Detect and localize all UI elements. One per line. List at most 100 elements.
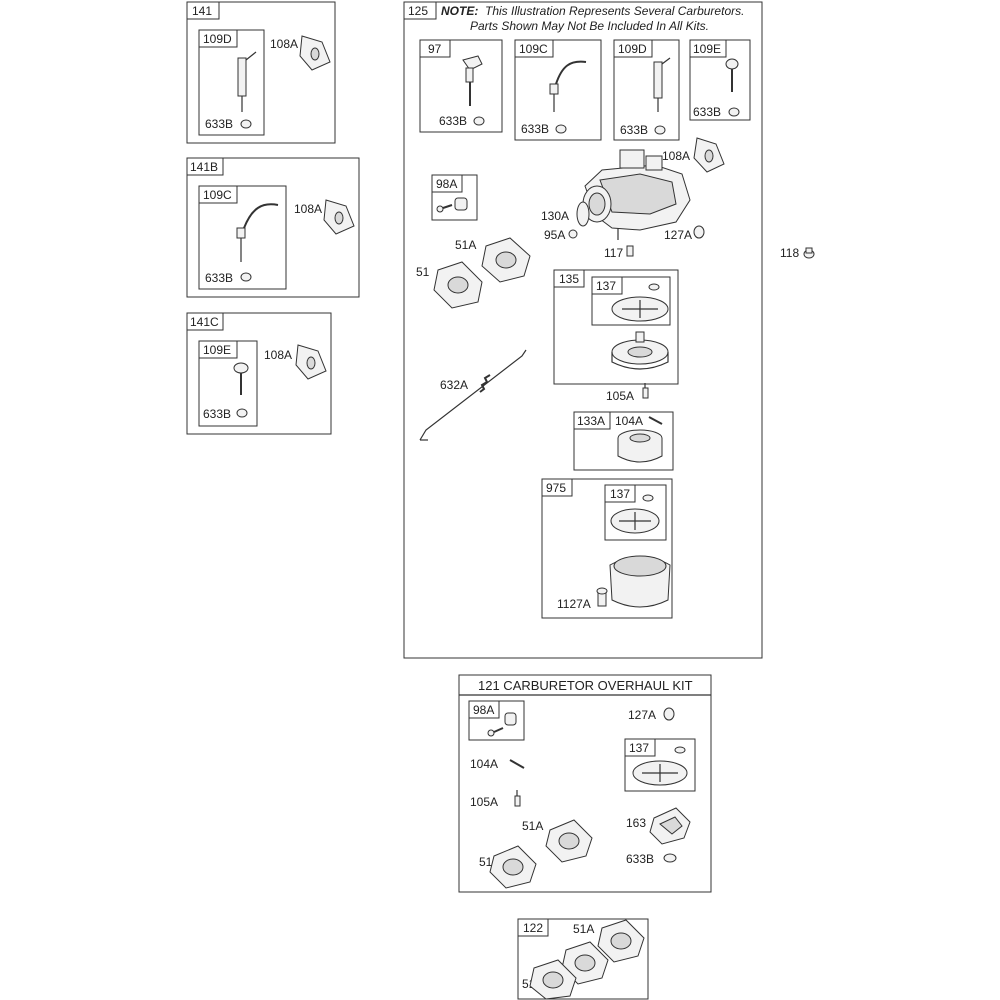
gasket-130a-icon (576, 201, 590, 227)
sub-137-label: 137 (596, 279, 616, 293)
gasket-51-label: 51 (416, 265, 430, 279)
plate-108a-icon (323, 199, 355, 235)
kit-141b: 141B 109C 633B 108A (186, 157, 360, 298)
governor-link-632a-icon (419, 349, 527, 441)
idle-screw-98a-icon (436, 197, 468, 213)
washer-icon (236, 408, 248, 418)
primer-tube-109c-icon (549, 60, 587, 112)
primer-tube-109d-icon (237, 51, 257, 112)
kit-141b-label: 141B (190, 160, 218, 174)
needle-105a-label: 105A (606, 389, 634, 403)
screw-1127a-label: 1127A (557, 597, 591, 611)
needle-105a-icon (642, 383, 649, 399)
oring-127a-label: 127A (664, 228, 692, 242)
carburetor-125-label: 125 (408, 4, 428, 18)
kit-141c-label: 141C (190, 315, 219, 329)
note-lead: NOTE: (441, 4, 478, 18)
sub-98a-label: 98A (473, 703, 494, 717)
jet-117-icon (626, 245, 634, 257)
needle-105a-label: 105A (470, 795, 498, 809)
primer-tube-109c-icon (236, 203, 279, 262)
gasket-51a-label: 51A (522, 819, 543, 833)
gasket-130a-label: 130A (541, 209, 569, 223)
gasket-51a-label: 51A (455, 238, 476, 252)
gasket-kit-137-icon (632, 746, 688, 786)
gasket-163-label: 163 (626, 816, 646, 830)
gasket-51a-label: 51A (573, 922, 594, 936)
gasket-51-icon (529, 959, 577, 1000)
sub-975-label: 975 (546, 481, 566, 495)
tube-109d-label: 109D (203, 32, 232, 46)
gasket-51-icon (433, 261, 483, 309)
sub-109d-label: 109D (618, 42, 647, 56)
float-133a-icon (617, 429, 663, 463)
screw-95a-label: 95A (544, 228, 565, 242)
washer-633b-label: 633B (439, 114, 467, 128)
sub-109e-label: 109E (693, 42, 721, 56)
sub-135-label: 135 (559, 272, 579, 286)
oring-127a-label: 127A (628, 708, 656, 722)
carburetor-body-icon (582, 149, 691, 240)
oring-127a-icon (693, 225, 705, 239)
washer-633b-label: 633B (693, 105, 721, 119)
plate-108a-icon (295, 344, 327, 380)
needle-105a-icon (514, 790, 521, 807)
carburetor-125: 125 NOTE: This Illustration Represents S… (403, 1, 763, 659)
washer-icon (240, 119, 252, 129)
kit-141c: 141C 109E 633B 108A (186, 312, 332, 435)
oring-127a-icon (663, 707, 675, 721)
float-bowl-cover-icon (611, 331, 669, 370)
fitting-118-icon (803, 247, 815, 259)
gasket-kit-137-icon (610, 494, 660, 534)
washer-633b-label: 633B (620, 123, 648, 137)
primer-tube-109e-icon (233, 362, 249, 395)
kit-141: 141 109D 633B 108A (186, 1, 336, 144)
washer-633b-label: 633B (203, 407, 231, 421)
pin-104a-icon (648, 416, 663, 425)
note-line-1: This Illustration Represents Several Car… (485, 4, 744, 18)
plate-108a-label: 108A (662, 149, 690, 163)
plate-108a-label: 108A (264, 348, 292, 362)
sub-98a-label: 98A (436, 177, 457, 191)
idle-screw-98a-icon (487, 712, 517, 737)
washer-633b-label: 633B (626, 852, 654, 866)
set-122-label: 122 (523, 921, 543, 935)
sub-97-label: 97 (428, 42, 442, 56)
part-118: 118 (780, 246, 815, 260)
gasket-163-icon (649, 807, 691, 845)
plate-108a-icon (299, 35, 331, 71)
kit-141-label: 141 (192, 4, 212, 18)
pin-104a-label: 104A (615, 414, 643, 428)
primer-tube-109e-icon (725, 58, 739, 92)
washer-633b-label: 633B (205, 271, 233, 285)
washer-icon (555, 124, 567, 134)
plate-108a-icon (693, 137, 725, 173)
tube-109e-label: 109E (203, 343, 231, 357)
primer-tube-109d-icon (653, 57, 671, 112)
gasket-51a-icon (545, 819, 593, 863)
gasket-set-122: 122 51A 51 (517, 918, 649, 1000)
washer-icon (654, 125, 666, 135)
washer-633b-label: 633B (205, 117, 233, 131)
gasket-51-label: 51 (479, 855, 493, 869)
link-632a-label: 632A (440, 378, 468, 392)
washer-icon (473, 116, 485, 126)
plate-108a-label: 108A (294, 202, 322, 216)
washer-icon (240, 272, 252, 282)
float-bowl-975-icon (609, 555, 671, 608)
jet-117-label: 117 (604, 246, 623, 260)
sub-133a-label: 133A (577, 414, 605, 428)
sub-137-label: 137 (610, 487, 630, 501)
overhaul-kit-121: 121 CARBURETOR OVERHAUL KIT 98A 127A 137… (458, 674, 712, 893)
gasket-51a-icon (481, 237, 531, 283)
plate-108a-label: 108A (270, 37, 298, 51)
washer-icon (663, 853, 677, 863)
washer-icon (728, 107, 740, 117)
sub-109c-label: 109C (519, 42, 548, 56)
gasket-51-icon (489, 845, 537, 889)
part-118-label: 118 (780, 246, 799, 260)
choke-shaft-97-icon (462, 55, 483, 106)
pin-104a-label: 104A (470, 757, 498, 771)
sub-137-label: 137 (629, 741, 649, 755)
